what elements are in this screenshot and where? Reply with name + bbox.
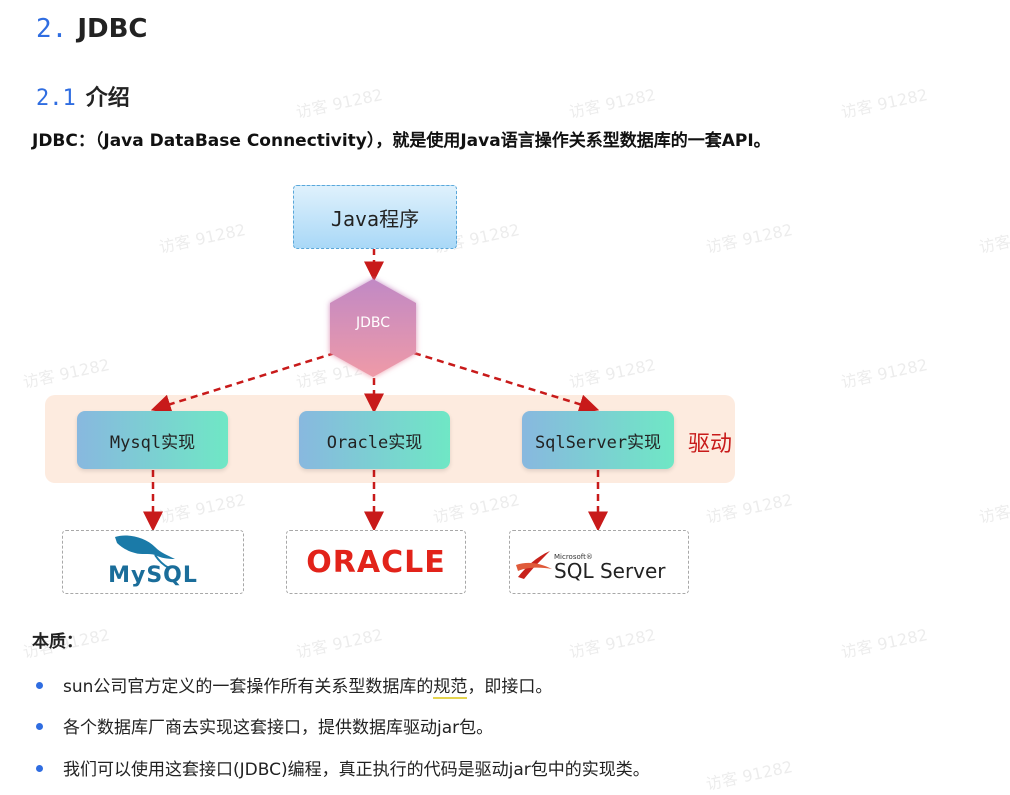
mysql-logo: MySQL: [62, 530, 244, 594]
driver-label: 驱动: [688, 432, 733, 457]
sqlserver-logo: Microsoft® SQL Server: [509, 530, 689, 594]
dolphin-icon: [115, 535, 175, 569]
arrow-jdbc-to-sqlserver: [413, 351, 600, 414]
oracle-impl-box: Oracle实现: [299, 411, 450, 469]
mysql-logo-text: MySQL: [108, 563, 198, 588]
microsoft-label: Microsoft®: [554, 553, 593, 561]
arrow-jdbc-to-mysql: [150, 351, 336, 414]
intro-paragraph: JDBC：（Java DataBase Connectivity），就是使用Ja…: [32, 131, 771, 151]
diagram-arrows: [143, 248, 608, 532]
subsection-heading: 2.1 介绍: [36, 80, 130, 112]
essence-heading: 本质：: [32, 632, 83, 652]
java-program-box: Java程序: [293, 185, 457, 249]
bullet-dot: [36, 681, 43, 689]
bullet-dot: [36, 722, 43, 730]
java-program-label: Java程序: [330, 206, 420, 231]
mysql-impl-box: Mysql实现: [77, 411, 228, 469]
subsection-number: 2.1: [36, 86, 76, 111]
section-number: 2.: [36, 14, 68, 44]
list-item: sun公司官方定义的一套操作所有关系型数据库的规范，即接口。: [36, 672, 552, 699]
jdbc-hexagon: [330, 279, 416, 377]
bullet-dot: [36, 764, 43, 772]
sqlserver-logo-text: SQL Server: [554, 559, 666, 583]
oracle-logo-text: ORACLE: [306, 545, 446, 580]
sqlserver-impl-label: SqlServer实现: [534, 432, 662, 453]
section-title: JDBC: [77, 14, 148, 44]
sqlserver-icon: [516, 551, 552, 579]
subsection-title: 介绍: [85, 86, 130, 111]
mysql-impl-label: Mysql实现: [109, 432, 196, 453]
list-item: 我们可以使用这套接口(JDBC)编程，真正执行的代码是驱动jar包中的实现类。: [36, 755, 650, 780]
jdbc-label: JDBC: [355, 315, 391, 331]
sqlserver-impl-box: SqlServer实现: [522, 411, 674, 469]
spec-highlight: 规范: [433, 677, 468, 699]
list-item: 各个数据库厂商去实现这套接口，提供数据库驱动jar包。: [36, 713, 493, 738]
oracle-impl-label: Oracle实现: [326, 432, 423, 453]
section-heading: 2. JDBC: [36, 14, 147, 44]
oracle-logo: ORACLE: [286, 530, 466, 594]
